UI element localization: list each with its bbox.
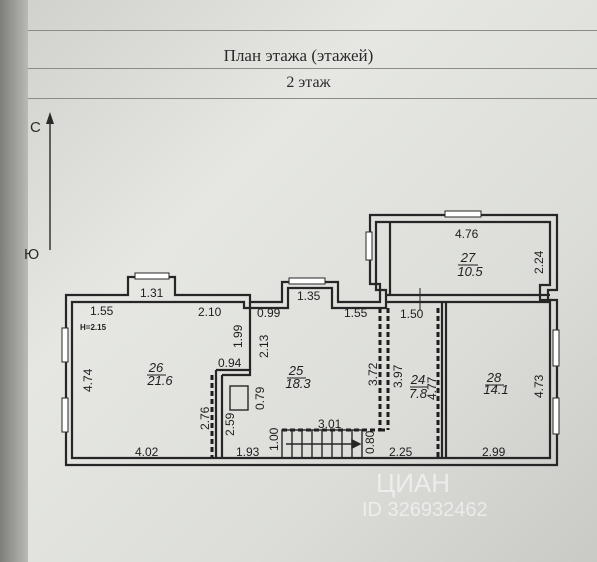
frame-line-top bbox=[28, 30, 597, 31]
floor-label: 2 этаж bbox=[286, 74, 331, 91]
dimension-labels: 1.55 1.31 2.10 4.74 2.76 4.02 1.99 0.94 … bbox=[81, 227, 546, 459]
room-28-area: 14.1 bbox=[483, 382, 508, 397]
dim-label: 1.55 bbox=[90, 304, 114, 318]
room-26-area: 21.6 bbox=[146, 373, 173, 388]
dim-label: 0.94 bbox=[218, 356, 242, 370]
room-25-number: 25 bbox=[288, 363, 304, 378]
frame-line-sub bbox=[28, 98, 597, 99]
room-27-area: 10.5 bbox=[457, 264, 483, 279]
room-26-number: 26 bbox=[148, 360, 164, 375]
dim-label: 1.31 bbox=[140, 286, 164, 300]
staircase bbox=[281, 429, 363, 459]
compass-south-label: Ю bbox=[24, 246, 39, 263]
dim-label: 1.00 bbox=[267, 427, 281, 451]
dim-label: 2.59 bbox=[223, 412, 237, 436]
dim-label: 2.76 bbox=[198, 406, 212, 430]
dim-label: 2.13 bbox=[257, 334, 271, 358]
dim-label: 4.74 bbox=[81, 368, 95, 392]
dim-label: 2.99 bbox=[482, 445, 506, 459]
plan-title: План этажа (этажей) bbox=[223, 46, 374, 65]
dim-label: 0.99 bbox=[257, 306, 281, 320]
dim-label: 1.93 bbox=[236, 445, 260, 459]
dim-label: 1.50 bbox=[400, 307, 424, 321]
compass-arrow bbox=[46, 112, 54, 250]
room-28-number: 28 bbox=[486, 370, 502, 385]
dim-label: 4.02 bbox=[135, 445, 159, 459]
frame-line-header bbox=[28, 68, 597, 69]
dim-label: 2.24 bbox=[532, 250, 546, 274]
windows bbox=[61, 210, 560, 435]
dim-label: 1.55 bbox=[344, 306, 368, 320]
dim-label: 4.76 bbox=[455, 227, 479, 241]
dim-label: 3.01 bbox=[318, 417, 342, 431]
room-labels: 26 21.6 25 18.3 27 10.5 28 14.1 24 7.8 bbox=[146, 250, 508, 401]
dim-label: 0.80 bbox=[363, 430, 377, 454]
dim-label: 0.79 bbox=[253, 386, 267, 410]
dim-label: 4.73 bbox=[532, 374, 546, 398]
watermark-id: ID 326932462 bbox=[362, 499, 488, 521]
dim-label: 3.72 bbox=[366, 362, 380, 386]
paper-edge-shadow bbox=[0, 0, 28, 562]
dim-label: 1.35 bbox=[297, 289, 321, 303]
dim-label: 1.99 bbox=[231, 324, 245, 348]
ceiling-height-label: H=2.15 bbox=[80, 323, 107, 332]
dim-label: 3.97 bbox=[391, 364, 405, 388]
room-24-number: 24 bbox=[410, 372, 425, 387]
dim-label: 2.25 bbox=[389, 445, 413, 459]
dim-label: 4.77 bbox=[425, 376, 439, 400]
watermark-brand: ЦИАН bbox=[376, 468, 450, 498]
room-25-area: 18.3 bbox=[285, 376, 311, 391]
room-24-area: 7.8 bbox=[409, 386, 428, 401]
room-27-number: 27 bbox=[460, 250, 476, 265]
dim-label: 2.10 bbox=[198, 305, 222, 319]
interior-walls bbox=[214, 222, 550, 458]
chimney-box bbox=[229, 385, 249, 411]
outer-walls bbox=[64, 213, 559, 467]
compass-north-label: С bbox=[30, 119, 41, 136]
